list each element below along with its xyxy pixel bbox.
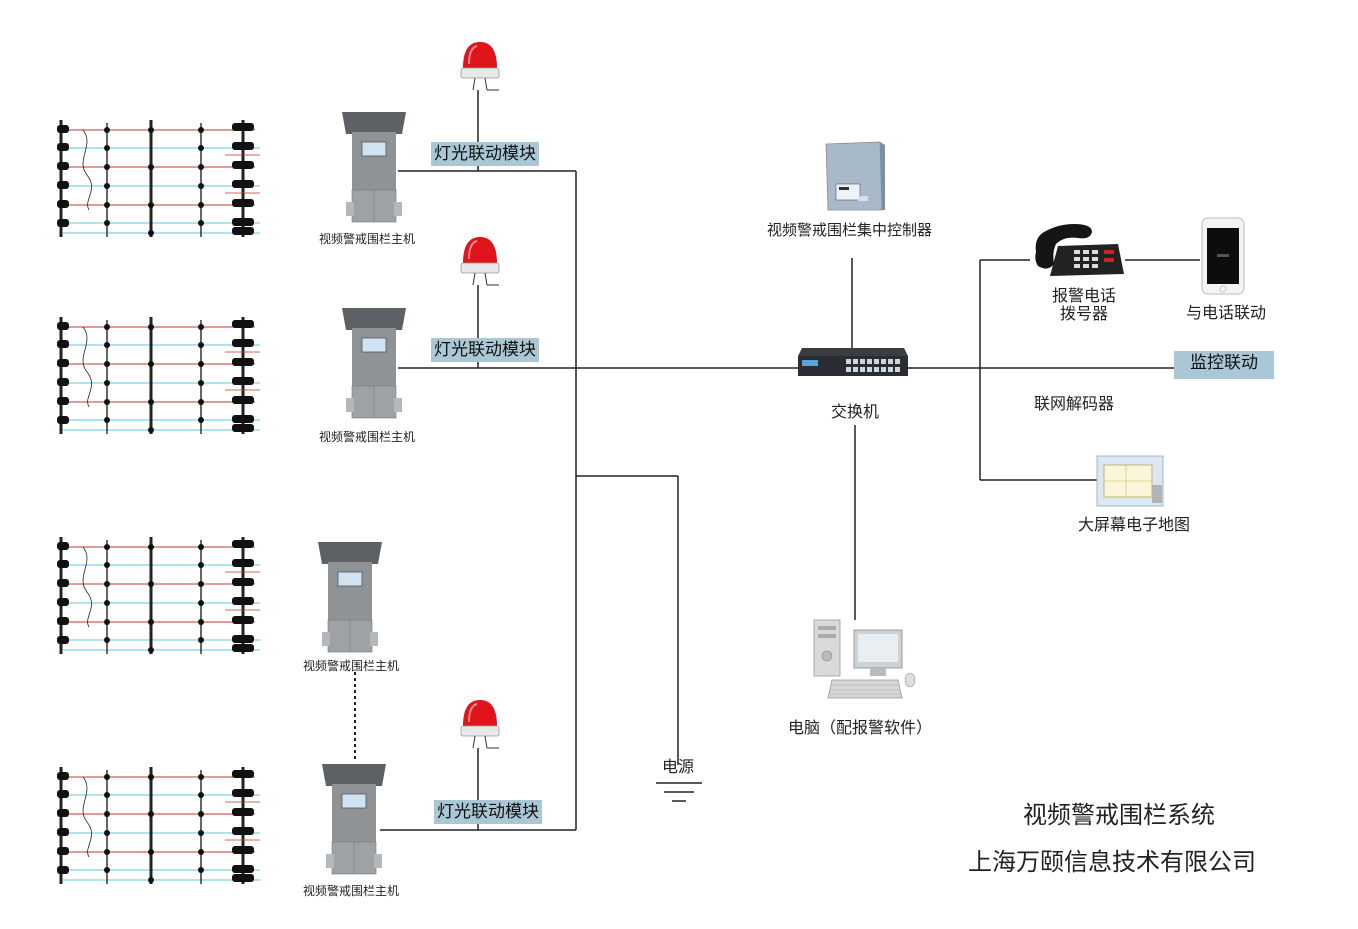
switch-label: 交换机 [831,402,880,421]
monitor-link-label: 监控联动 [1174,351,1274,379]
alarm-phone-label-line1: 报警电话 [1052,286,1117,305]
computer-label: 电脑（配报警软件） [788,718,933,737]
light-module-label: 灯光联动模块 [431,338,539,362]
host-label: 视频警戒围栏主机 [319,232,416,246]
company-name: 上海万颐信息技术有限公司 [968,848,1256,876]
fence-host-device [342,112,406,223]
network-switch-icon [798,348,908,376]
decoder-label: 联网解码器 [1034,394,1115,413]
fence-host-device [322,764,386,875]
light-module-label: 灯光联动模块 [434,800,542,824]
big-screen-label: 大屏幕电子地图 [1078,515,1191,534]
fence-segment [55,118,262,239]
fence-segment [55,315,262,436]
alarm-phone-dialer-icon [1035,224,1124,276]
host-label: 视频警戒围栏主机 [303,884,400,898]
diagram-title: 视频警戒围栏系统 [1023,801,1215,829]
phone-link-label: 与电话联动 [1186,303,1267,322]
fence-host-device [318,542,382,653]
fence-host-device [342,308,406,419]
fence-segment [55,765,262,886]
big-screen-map-icon [1096,455,1164,507]
host-label: 视频警戒围栏主机 [303,659,400,673]
alarm-beacon-icon [460,699,500,749]
central-controller-icon [825,141,885,211]
power-label: 电源 [662,757,695,776]
light-module-label: 灯光联动模块 [431,142,539,166]
fence-segment [55,535,262,656]
alarm-beacon-icon [460,41,500,91]
controller-label: 视频警戒围栏集中控制器 [767,221,933,239]
smartphone-icon [1201,217,1245,295]
alarm-beacon-icon [460,236,500,286]
host-label: 视频警戒围栏主机 [319,430,416,444]
alarm-phone-label-line2: 拨号器 [1060,304,1109,323]
computer-icon [813,619,916,699]
